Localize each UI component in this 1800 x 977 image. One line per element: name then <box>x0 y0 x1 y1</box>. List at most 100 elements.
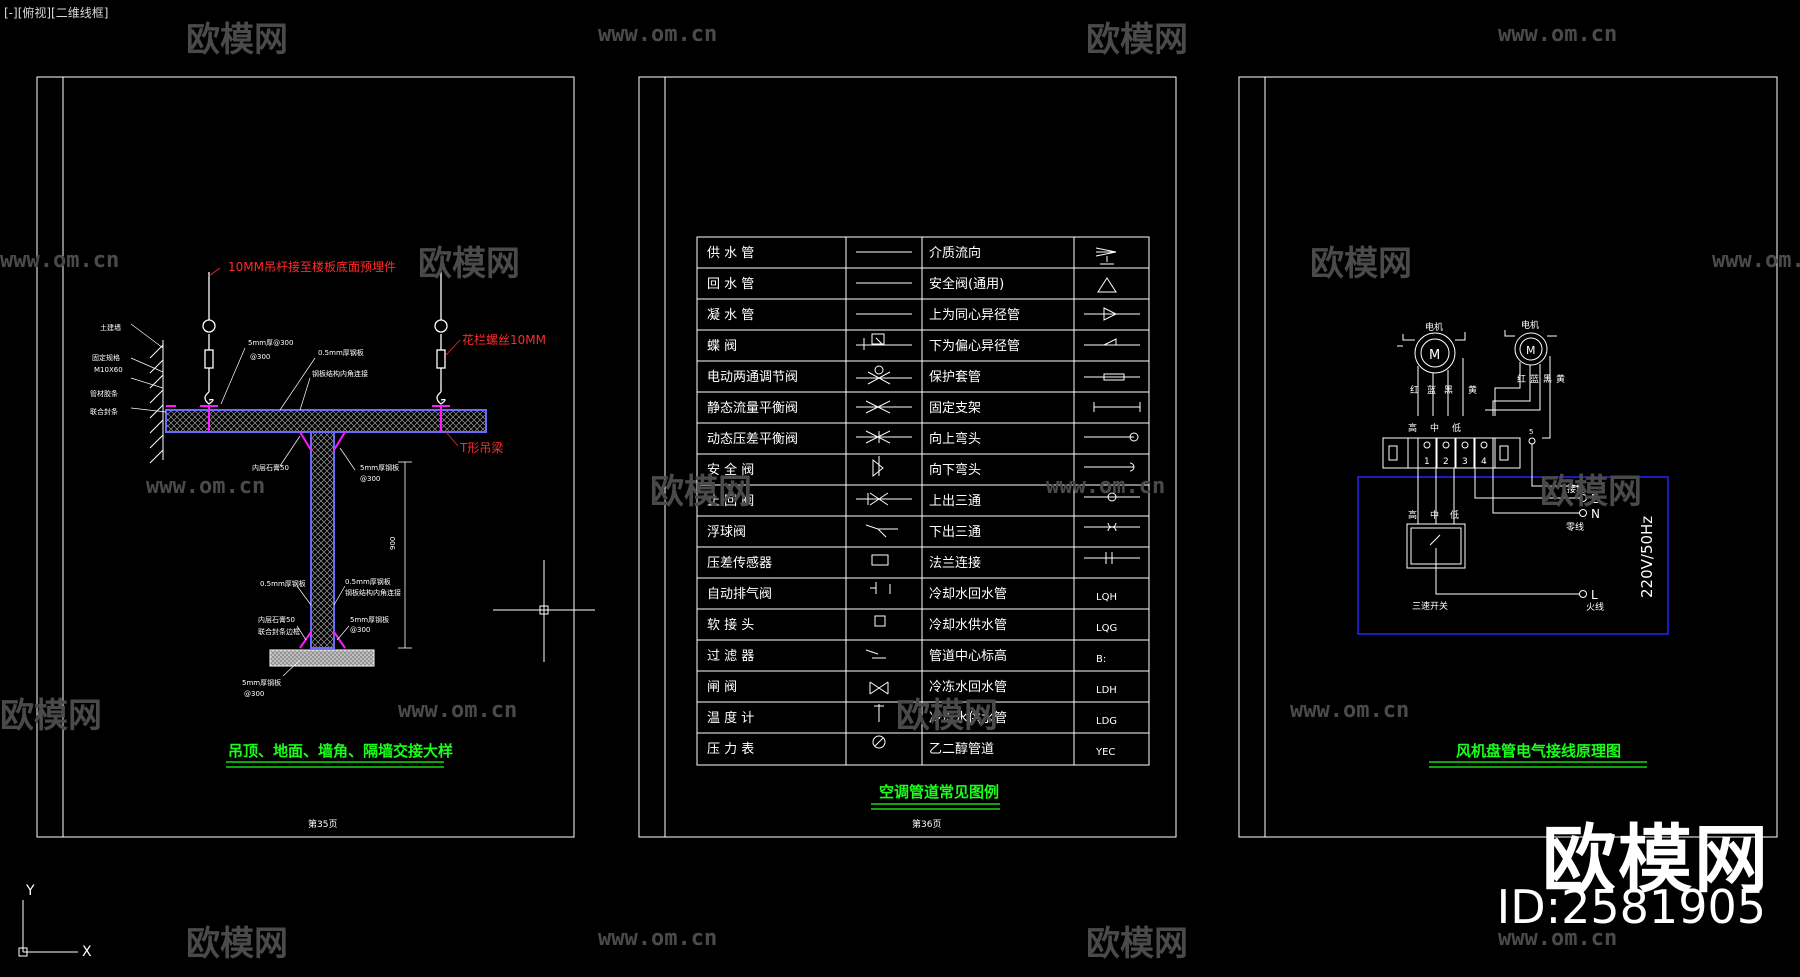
svg-text:黑: 黑 <box>1543 374 1552 385</box>
crosshair-cursor <box>493 560 595 662</box>
axis-x-label: X <box>82 944 92 960</box>
table-row-left-label: 止 回 阀 <box>707 494 754 509</box>
svg-text:4: 4 <box>1481 457 1487 467</box>
table-row-left-label: 静态流量平衡阀 <box>707 401 798 416</box>
watermark-logo: 欧模网 <box>1086 20 1188 60</box>
svg-text:电机: 电机 <box>1521 319 1539 331</box>
svg-text:三速开关: 三速开关 <box>1412 600 1448 612</box>
watermark-logo: 欧模网 <box>186 924 288 964</box>
svg-text:土建墙: 土建墙 <box>100 323 121 332</box>
table-row-right-label: 向下弯头 <box>929 462 981 478</box>
svg-text:蓝: 蓝 <box>1427 384 1436 396</box>
table-row-left-label: 蝶 阀 <box>707 339 737 354</box>
svg-text:900: 900 <box>389 537 397 550</box>
table-row-left-label: 电动两通调节阀 <box>707 370 798 385</box>
table-row-left-label: 浮球阀 <box>707 525 746 540</box>
svg-text:0.5mm厚钢板: 0.5mm厚钢板 <box>345 577 391 586</box>
legend-table <box>696 236 1150 766</box>
svg-text:火线: 火线 <box>1586 601 1604 613</box>
table-row-left-label: 凝 水 管 <box>707 307 754 323</box>
table-row-code: LDH <box>1096 685 1117 696</box>
viewport-label[interactable]: [-][俯视][二维线框] <box>4 6 109 20</box>
table-row-left-label: 安 全 阀 <box>707 462 754 478</box>
watermark-brand: 欧模网 <box>1542 817 1770 903</box>
watermark-url: www.om.cn <box>1498 926 1618 951</box>
svg-text:5mm厚钢板: 5mm厚钢板 <box>350 615 389 624</box>
sheet3-title: 风机盘管电气接线原理图 <box>1456 742 1621 760</box>
svg-text:1: 1 <box>1424 457 1430 467</box>
svg-text:@300: @300 <box>350 626 370 634</box>
svg-text:联合封条边框: 联合封条边框 <box>258 627 300 636</box>
watermark-url: www.om.cn <box>1498 22 1618 47</box>
svg-text:接地: 接地 <box>1567 483 1585 495</box>
watermark-logo: 欧模网 <box>896 696 998 736</box>
watermark-logo: 欧模网 <box>0 696 102 736</box>
table-row-right-label: 冷冻水供水管 <box>929 710 1007 726</box>
svg-text:钢板结构内角连接: 钢板结构内角连接 <box>312 369 368 378</box>
svg-text:内层石膏50: 内层石膏50 <box>258 615 295 624</box>
table-row-left-label: 压 力 表 <box>707 742 754 757</box>
svg-text:0.5mm厚钢板: 0.5mm厚钢板 <box>260 579 306 588</box>
table-row-right-label: 乙二醇管道 <box>929 741 994 757</box>
watermark-logo: 欧模网 <box>1086 924 1188 964</box>
svg-text:钢板结构内角连接: 钢板结构内角连接 <box>345 588 401 597</box>
watermark-url: www.om.cn <box>1290 698 1410 723</box>
svg-text:蓝: 蓝 <box>1530 373 1539 385</box>
table-row-right-label: 安全阀(通用) <box>929 276 1004 292</box>
svg-text:E: E <box>1591 492 1599 506</box>
watermark-logo: 欧模网 <box>1310 244 1412 284</box>
svg-text:黄: 黄 <box>1468 384 1477 396</box>
svg-text:联合封条: 联合封条 <box>90 407 118 416</box>
bolt-annotation: 花栏螺丝10MM <box>462 332 546 347</box>
table-row-code: LQH <box>1096 592 1117 603</box>
sheet-frame-2 <box>638 76 1177 838</box>
svg-text:2: 2 <box>1443 457 1449 467</box>
table-row-left-label: 过 滤 器 <box>707 649 754 664</box>
sheet2-title: 空调管道常见图例 <box>879 783 999 801</box>
table-row-code: LQG <box>1096 623 1117 634</box>
svg-text:红: 红 <box>1517 373 1526 385</box>
svg-text:高: 高 <box>1408 422 1417 434</box>
rod-annotation: 10MM吊杆接至楼板底面预埋件 <box>228 259 396 274</box>
watermark-url: www.om.cn <box>598 22 718 47</box>
table-row-right-label: 固定支架 <box>929 401 981 416</box>
svg-text:M: M <box>1429 348 1440 363</box>
sheet1-page: 第35页 <box>308 818 337 830</box>
ucs-axes-icon <box>18 900 78 957</box>
svg-text:固定规格: 固定规格 <box>92 353 120 362</box>
watermark-url: www.om.cn <box>1712 248 1800 273</box>
table-row-right-label: 保护套管 <box>929 369 981 385</box>
svg-text:3: 3 <box>1462 457 1468 467</box>
table-row-left-label: 温 度 计 <box>707 710 754 726</box>
svg-text:5: 5 <box>1529 428 1533 436</box>
table-row-right-label: 冷却水供水管 <box>929 618 1007 633</box>
table-row-right-label: 下出三通 <box>929 525 981 540</box>
sheet-frame-3 <box>1238 76 1778 838</box>
wiring-diagram: 电机 电机 M M 红 蓝 黑 黄 红 蓝 黑 黄 高 中 低 高 中 低 1 … <box>1357 319 1669 635</box>
table-row-right-label: 下为偏心异径管 <box>929 339 1020 354</box>
svg-text:电机: 电机 <box>1425 321 1443 333</box>
table-row-right-label: 向上弯头 <box>929 431 981 447</box>
table-row-code: YEC <box>1095 747 1115 758</box>
table-row-right-label: 管道中心标高 <box>929 648 1007 664</box>
ceiling-detail: 10MM吊杆接至楼板底面预埋件 花栏螺丝10MM T形吊梁 土建墙 固定规格 M… <box>90 259 546 698</box>
sheet1-title: 吊顶、地面、墙角、隔墙交接大样 <box>228 742 453 760</box>
legend-symbols <box>856 247 1141 749</box>
table-row-right-label: 上为同心异径管 <box>929 308 1020 323</box>
watermark-logo: 欧模网 <box>186 20 288 60</box>
voltage-label: 220V/50Hz <box>1638 516 1656 598</box>
table-row-code: LDG <box>1096 716 1117 727</box>
svg-text:M10X60: M10X60 <box>94 366 123 374</box>
svg-text:@300: @300 <box>360 475 380 483</box>
table-row-left-label: 回 水 管 <box>707 277 754 292</box>
watermark-url: www.om.cn <box>598 926 718 951</box>
svg-text:高: 高 <box>1408 509 1417 521</box>
table-row-right-label: 介质流向 <box>929 245 981 261</box>
table-row-left-label: 供 水 管 <box>707 246 754 261</box>
svg-text:零线: 零线 <box>1566 521 1584 533</box>
watermark-url: www.om.cn <box>0 248 120 273</box>
svg-text:红: 红 <box>1410 384 1419 396</box>
